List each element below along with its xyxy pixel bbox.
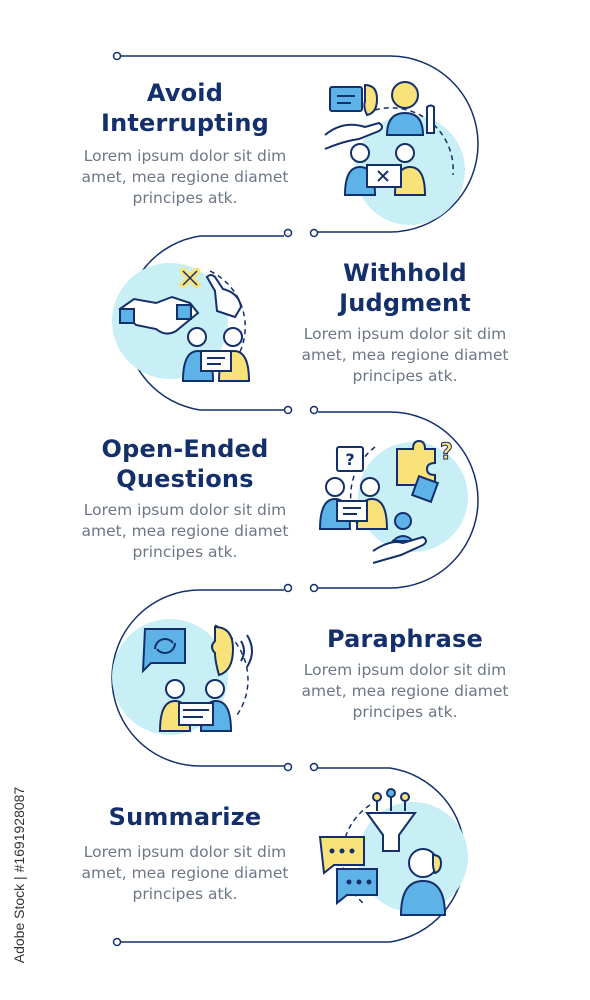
step-title: Summarize — [60, 802, 310, 832]
desc-line: Lorem ipsum dolor sit dim — [83, 147, 287, 165]
desc-line: amet, mea regione diamet — [301, 682, 509, 700]
desc-line: Lorem ipsum dolor sit dim — [303, 661, 507, 679]
step-description: Lorem ipsum dolor sit dim amet, mea regi… — [60, 500, 310, 563]
title-line: Summarize — [108, 803, 262, 831]
title-line: Interrupting — [100, 109, 270, 137]
desc-line: Lorem ipsum dolor sit dim — [83, 843, 287, 861]
funnel-chat-icon — [315, 785, 468, 930]
repeat-ear-icon — [112, 607, 265, 752]
desc-line: amet, mea regione diamet — [81, 168, 289, 186]
step-title: Paraphrase — [285, 624, 525, 654]
handshake-judgment-icon — [112, 251, 265, 396]
desc-line: principes atk. — [132, 543, 238, 561]
desc-line: principes atk. — [352, 367, 458, 385]
svg-text:?: ? — [440, 440, 453, 465]
desc-line: amet, mea regione diamet — [81, 864, 289, 882]
svg-text:?: ? — [345, 450, 354, 469]
question-puzzle-icon: ? ? — [315, 429, 468, 574]
desc-line: amet, mea regione diamet — [301, 346, 509, 364]
step-description: Lorem ipsum dolor sit dim amet, mea regi… — [60, 146, 310, 209]
watermark-text: Adobe Stock | #1691928087 — [11, 786, 27, 964]
watermark: Adobe Stock | #1691928087 — [8, 755, 30, 995]
listening-hand-stop-icon — [315, 75, 465, 225]
step-open-ended-questions: Open-Ended Questions Lorem ipsum dolor s… — [0, 414, 590, 590]
step-description: Lorem ipsum dolor sit dim amet, mea regi… — [285, 324, 525, 387]
title-line: Withhold — [343, 259, 467, 287]
desc-line: principes atk. — [132, 885, 238, 903]
desc-line: principes atk. — [132, 189, 238, 207]
desc-line: principes atk. — [352, 703, 458, 721]
desc-line: Lorem ipsum dolor sit dim — [303, 325, 507, 343]
step-withhold-judgment: Withhold Judgment Lorem ipsum dolor sit … — [0, 236, 590, 412]
title-line: Avoid — [146, 79, 224, 107]
step-title: Withhold Judgment — [285, 258, 525, 318]
title-line: Judgment — [339, 289, 471, 317]
step-avoid-interrupting: Avoid Interrupting Lorem ipsum dolor sit… — [0, 60, 590, 236]
step-title: Avoid Interrupting — [60, 78, 310, 138]
step-title: Open-Ended Questions — [60, 434, 310, 494]
step-paraphrase: Paraphrase Lorem ipsum dolor sit dim ame… — [0, 592, 590, 768]
desc-line: amet, mea regione diamet — [81, 522, 289, 540]
step-summarize: Summarize Lorem ipsum dolor sit dim amet… — [0, 770, 590, 946]
title-line: Paraphrase — [326, 625, 484, 653]
title-line: Questions — [116, 465, 254, 493]
title-line: Open-Ended — [101, 435, 269, 463]
step-description: Lorem ipsum dolor sit dim amet, mea regi… — [285, 660, 525, 723]
step-description: Lorem ipsum dolor sit dim amet, mea regi… — [60, 842, 310, 905]
desc-line: Lorem ipsum dolor sit dim — [83, 501, 287, 519]
